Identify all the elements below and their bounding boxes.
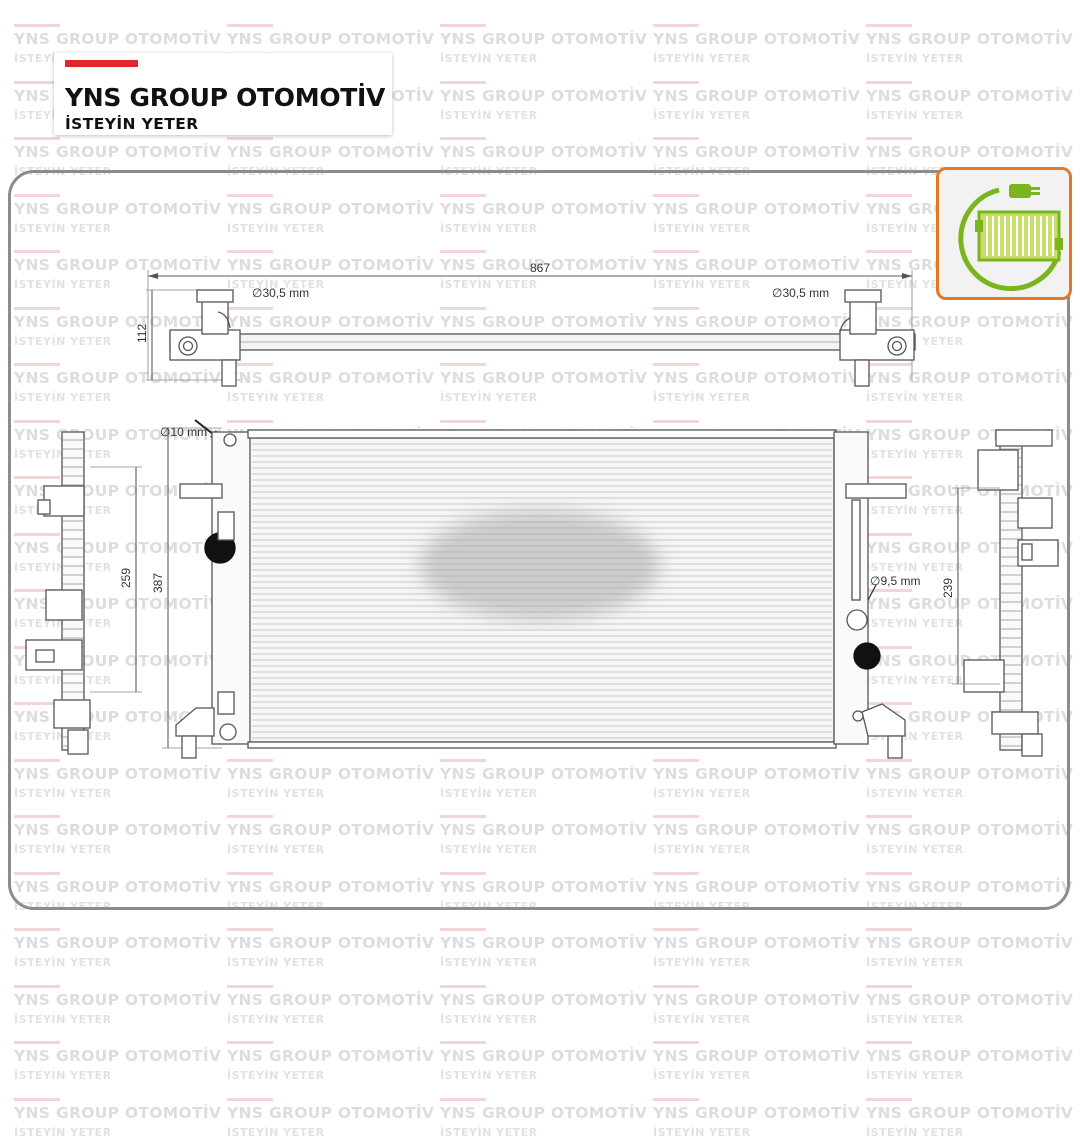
dim-inlet-right-label: ∅30,5 mm <box>772 286 829 300</box>
blurred-label <box>420 510 660 620</box>
dim-top-height-label: 112 <box>135 324 149 343</box>
left-side-view <box>25 431 142 755</box>
top-view <box>146 270 916 387</box>
logo-title: YNS GROUP OTOMOTİV <box>65 83 386 112</box>
brand-logo: YNS GROUP OTOMOTİV İSTEYİN YETER <box>54 53 392 135</box>
dim-core-height-label: 387 <box>151 573 165 593</box>
right-side-view <box>952 429 1059 757</box>
logo-subtitle: İSTEYİN YETER <box>65 115 199 133</box>
drawing-frame <box>8 170 1070 910</box>
radiator-plug-icon <box>958 184 1063 292</box>
electric-radiator-badge <box>936 167 1072 300</box>
radiator-technical-drawing: 867 ∅30,5 mm ∅30,5 mm 112 ∅10 mm 387 259… <box>25 261 1059 759</box>
dim-inlet-left-label: ∅30,5 mm <box>252 286 309 300</box>
dim-width-label: 867 <box>530 261 550 275</box>
dim-drain-label: ∅10 mm <box>160 425 207 439</box>
dim-right-side-height-label: 239 <box>941 578 955 598</box>
logo-accent-bar <box>65 60 138 67</box>
dim-left-side-height-label: 259 <box>119 568 133 588</box>
dim-right-pipe-label: ∅9,5 mm <box>870 574 920 588</box>
